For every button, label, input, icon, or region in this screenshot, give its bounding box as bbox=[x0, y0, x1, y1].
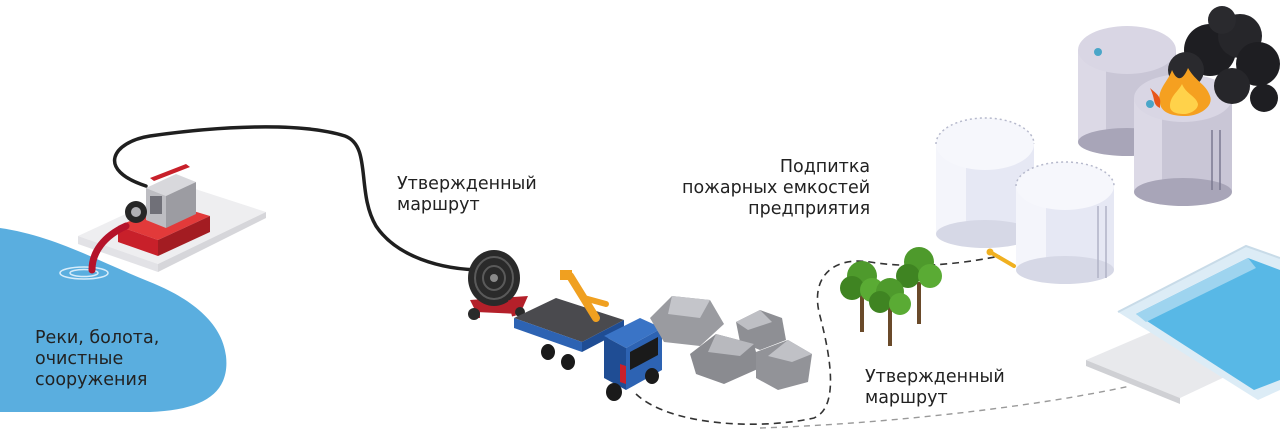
mobile-pump-unit-icon bbox=[118, 164, 210, 256]
label-water-source: Реки, болота, очистные сооружения bbox=[35, 328, 159, 391]
label-tank-refill-line-1: Подпитка bbox=[779, 157, 871, 177]
hose-reel-icon bbox=[468, 250, 528, 320]
rocks-icon bbox=[650, 296, 812, 390]
route-dashed-upper bbox=[635, 255, 1001, 425]
fire-water-reservoir-icon bbox=[1086, 244, 1280, 404]
trees-icon bbox=[840, 247, 942, 346]
suction-hose bbox=[88, 222, 130, 274]
label-approved-route-lower-line-2: маршрут bbox=[865, 388, 948, 408]
label-approved-route-upper-line-1: Утвержденный bbox=[397, 174, 537, 194]
storage-tanks-icon bbox=[935, 117, 1115, 284]
water-body bbox=[0, 228, 227, 412]
label-approved-route-upper-line-2: маршрут bbox=[397, 195, 480, 215]
label-tank-refill-line-2: пожарных емкостей bbox=[682, 178, 871, 198]
label-approved-route-lower: Утвержденный маршрут bbox=[865, 367, 1005, 409]
label-tank-refill-line-3: предприятия bbox=[748, 199, 871, 219]
label-water-source-line-2: очистные bbox=[35, 349, 124, 369]
main-hose bbox=[112, 125, 486, 272]
route-dashed-lower bbox=[759, 385, 1131, 429]
label-water-source-line-3: сооружения bbox=[35, 370, 148, 390]
label-water-source-line-1: Реки, болота, bbox=[35, 328, 160, 348]
burning-tank-icon bbox=[1078, 6, 1280, 206]
label-approved-route-lower-line-1: Утвержденный bbox=[865, 367, 1005, 387]
crane-truck-icon bbox=[514, 270, 662, 401]
label-tank-refill: Подпитка пожарных емкостей предприятия bbox=[682, 157, 870, 220]
label-approved-route-upper: Утвержденный маршрут bbox=[397, 174, 537, 216]
